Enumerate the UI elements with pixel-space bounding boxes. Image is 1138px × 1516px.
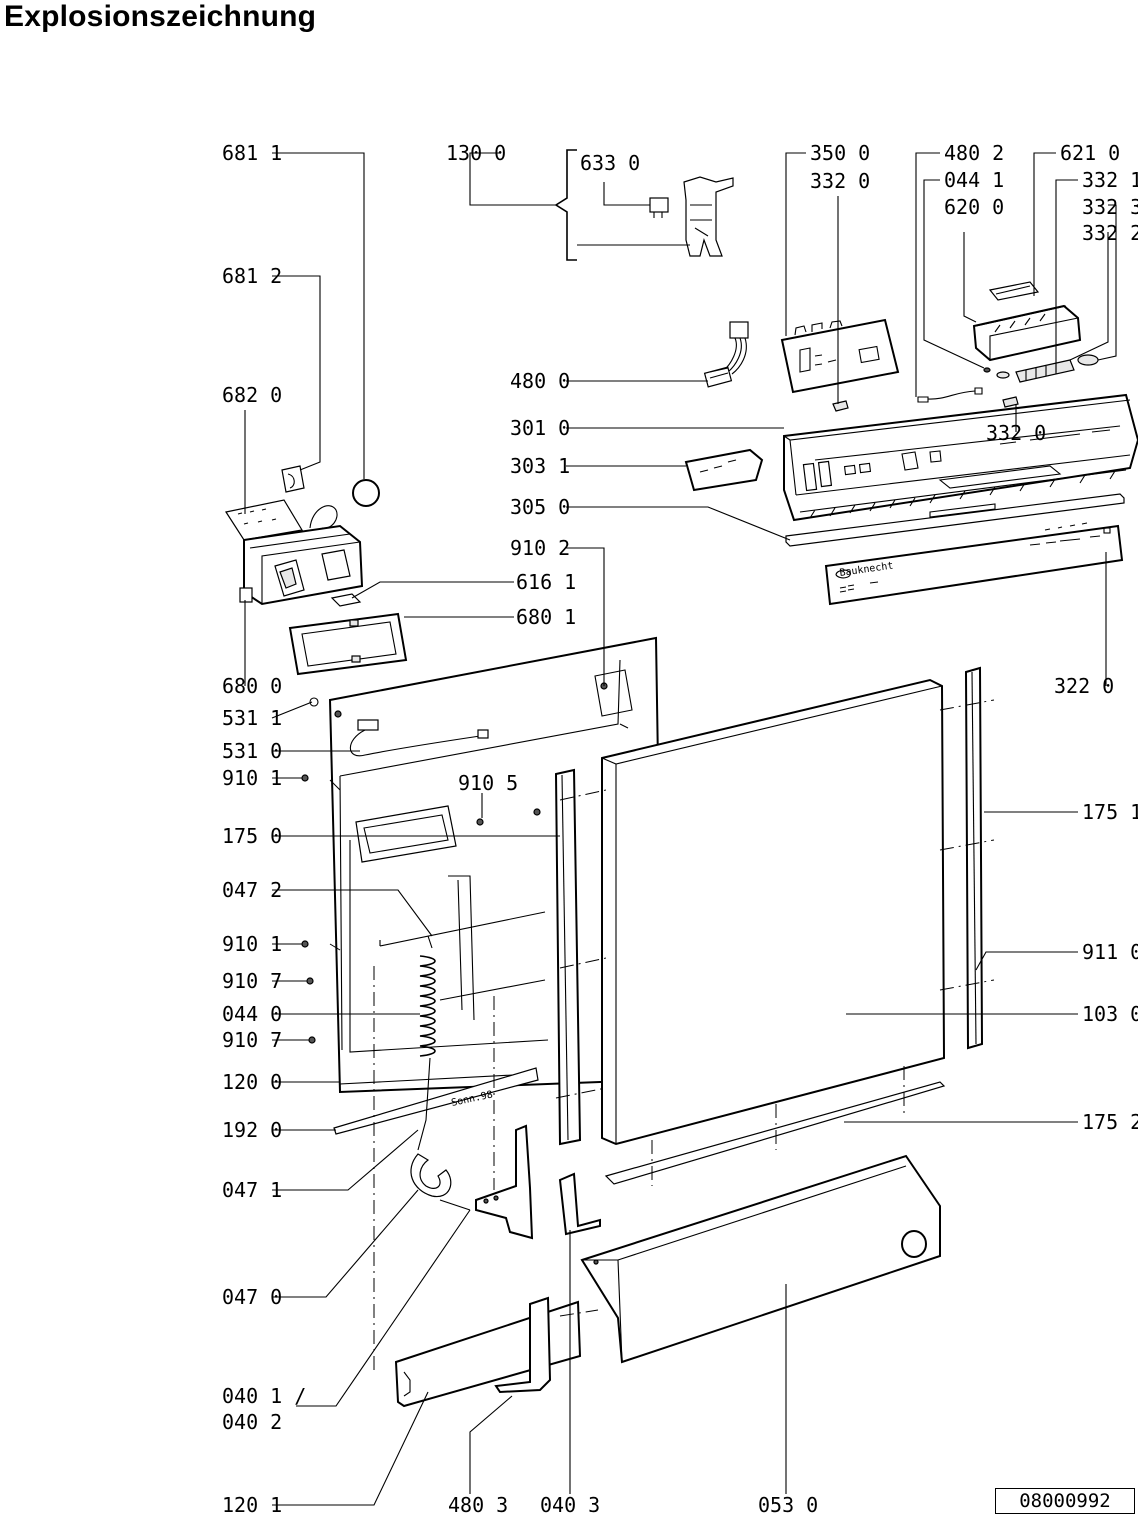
- callout-480-3: 480 3: [448, 1493, 508, 1516]
- callout-175-1: 175 1: [1082, 800, 1138, 824]
- page-title: Explosionszeichnung: [4, 0, 317, 33]
- part-clip-681-2: [281, 465, 305, 493]
- callout-681-1: 681 1: [222, 141, 282, 165]
- callout-130-0: 130 0: [446, 141, 506, 165]
- callout-332-0-bottom: 332 0: [986, 421, 1046, 445]
- callout-044-1: 044 1: [944, 168, 1004, 192]
- callout-053-0: 053 0: [758, 1493, 818, 1516]
- callout-120-1: 120 1: [222, 1493, 282, 1516]
- callout-911-0: 911 0: [1082, 940, 1138, 964]
- callout-192-0: 192 0: [222, 1118, 282, 1142]
- callout-910-1-top: 910 1: [222, 766, 282, 790]
- callout-332-1: 332 1: [1082, 168, 1138, 192]
- callout-332-2: 332 2: [1082, 221, 1138, 245]
- part-plinth-053: [580, 1154, 941, 1364]
- callout-531-0: 531 0: [222, 739, 282, 763]
- callout-681-2: 681 2: [222, 264, 282, 288]
- callout-531-1: 531 1: [222, 706, 282, 730]
- callout-047-2: 047 2: [222, 878, 282, 902]
- part-side-profile-175-1: [964, 666, 984, 1050]
- callout-303-1: 303 1: [510, 454, 570, 478]
- part-cable-531: [349, 719, 489, 757]
- part-strip-305: [785, 493, 1125, 547]
- part-cap-681-1: [352, 479, 380, 507]
- part-hook-047: [410, 1153, 471, 1211]
- callout-332-0-top: 332 0: [810, 169, 870, 193]
- callout-621-0: 621 0: [1060, 141, 1120, 165]
- callout-680-0: 680 0: [222, 674, 282, 698]
- callout-910-5: 910 5: [458, 771, 518, 795]
- callout-120-0: 120 0: [222, 1070, 282, 1094]
- part-bottom-profile-175-2: [604, 1081, 946, 1185]
- callout-350-0: 350 0: [810, 141, 870, 165]
- callout-040-3: 040 3: [540, 1493, 600, 1516]
- callout-480-0: 480 0: [510, 369, 570, 393]
- callout-040-1: 040 1 /: [222, 1384, 306, 1408]
- callout-910-7-bottom: 910 7: [222, 1028, 282, 1052]
- callout-680-1: 680 1: [516, 605, 576, 629]
- callout-047-1: 047 1: [222, 1178, 282, 1202]
- part-control-panel-301: [783, 393, 1138, 522]
- callout-047-0: 047 0: [222, 1285, 282, 1309]
- part-bracket-040-3: [558, 1172, 601, 1236]
- construction-lines: [329, 699, 995, 1372]
- callout-332-3: 332 3: [1082, 195, 1138, 219]
- callout-322-0: 322 0: [1054, 674, 1114, 698]
- callout-301-0: 301 0: [510, 416, 570, 440]
- part-dispenser-682: [225, 499, 364, 606]
- callout-910-1-mid: 910 1: [222, 932, 282, 956]
- part-bracket-480-3: [494, 1296, 552, 1394]
- part-flap-303: [684, 448, 764, 492]
- part-gasket-680-1: [288, 612, 408, 676]
- callout-175-2: 175 2: [1082, 1110, 1138, 1134]
- callout-480-2: 480 2: [944, 141, 1004, 165]
- callout-620-0: 620 0: [944, 195, 1004, 219]
- callout-682-0: 682 0: [222, 383, 282, 407]
- leader-lines: [244, 152, 1117, 1506]
- part-spring-044: [417, 935, 436, 1151]
- part-door-panel-103: [601, 678, 946, 1146]
- part-side-profile-175-0: [554, 768, 582, 1146]
- callout-910-2: 910 2: [510, 536, 570, 560]
- callout-labels: 681 1 130 0 633 0 350 0 332 0 480 2 044 …: [222, 141, 1138, 1516]
- callout-044-0: 044 0: [222, 1002, 282, 1026]
- part-control-board-350: [780, 318, 900, 412]
- callout-910-7-top: 910 7: [222, 969, 282, 993]
- part-fascia-panel-322: Bauknecht: [824, 522, 1124, 606]
- callout-040-2: 040 2: [222, 1410, 282, 1434]
- part-cable-480-2: [917, 367, 991, 403]
- callout-175-0: 175 0: [222, 824, 282, 848]
- callout-305-0: 305 0: [510, 495, 570, 519]
- part-hinge-bracket-130: [554, 149, 734, 261]
- part-switch-module-620: [972, 281, 1099, 408]
- callout-616-1: 616 1: [516, 570, 576, 594]
- drawing-number-box: 08000992: [995, 1488, 1135, 1514]
- callout-103-0: 103 0: [1082, 1002, 1138, 1026]
- callout-633-0: 633 0: [580, 151, 640, 175]
- part-wiring-harness-480: [703, 321, 749, 388]
- part-lower-strip-120-1: [394, 1300, 582, 1408]
- part-hinge-plate-040: [475, 1124, 534, 1240]
